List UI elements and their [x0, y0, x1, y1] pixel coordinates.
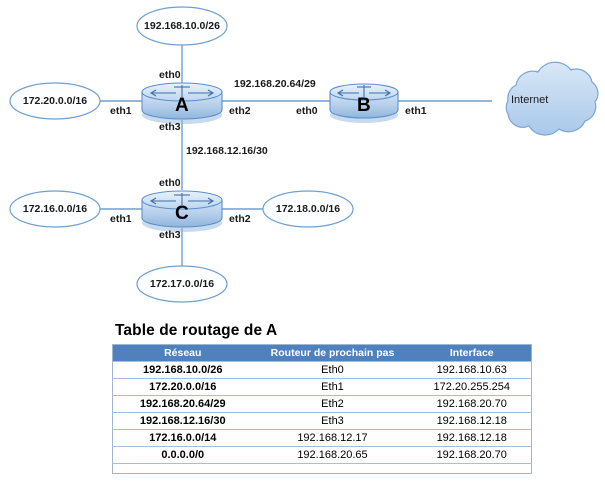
network-ellipses	[9, 6, 354, 303]
iface-b-eth0: eth0	[296, 105, 318, 117]
routing-table-block: Table de routage de A Réseau Routeur de …	[112, 322, 532, 474]
label-net-a-west: 172.20.0.0/16	[22, 95, 88, 107]
table-cell-empty	[252, 463, 413, 474]
iface-c-eth3: eth3	[159, 229, 181, 241]
iface-c-eth1: eth1	[110, 213, 132, 225]
column-header-reseau: Réseau	[112, 344, 253, 362]
iface-c-eth2: eth2	[229, 213, 251, 225]
router-c-name: C	[175, 203, 189, 224]
table-cell: 172.20.255.254	[412, 378, 532, 396]
table-row-spacer	[112, 463, 532, 474]
ellipse-net-a-west	[9, 82, 101, 120]
label-net-c-west: 172.16.0.0/16	[22, 203, 88, 215]
table-cell: Eth0	[252, 361, 413, 379]
table-cell: 0.0.0.0/0	[112, 446, 253, 464]
table-cell-empty	[412, 463, 532, 474]
iface-a-eth1: eth1	[110, 105, 132, 117]
internet-cloud	[505, 61, 599, 136]
label-link-a-c: 192.168.12.16/30	[186, 145, 268, 157]
routing-table-title: Table de routage de A	[115, 322, 278, 339]
table-cell: Eth1	[252, 378, 413, 396]
table-cell: Eth3	[252, 412, 413, 430]
table-cell: 192.168.10.63	[412, 361, 532, 379]
table-cell: 192.168.12.18	[412, 412, 532, 430]
label-net-c-east: 172.18.0.0/16	[275, 203, 341, 215]
ellipse-net-c-west	[9, 190, 101, 228]
table-cell-empty	[112, 463, 253, 474]
router-a	[141, 82, 223, 124]
table-cell: 192.168.20.70	[412, 446, 532, 464]
table-cell: 192.168.20.65	[252, 446, 413, 464]
routing-table: Réseau Routeur de prochain pas Interface…	[112, 344, 532, 474]
table-cell: 192.168.10.0/26	[112, 361, 253, 379]
column-header-next-hop: Routeur de prochain pas	[252, 344, 413, 362]
table-cell: 172.16.0.0/14	[112, 429, 253, 447]
table-cell: Eth2	[252, 395, 413, 413]
column-header-interface: Interface	[412, 344, 532, 362]
table-cell: 192.168.20.70	[412, 395, 532, 413]
iface-c-eth0: eth0	[159, 177, 181, 189]
iface-a-eth2: eth2	[229, 105, 251, 117]
ellipse-net-c-south	[136, 265, 228, 303]
router-b-name: B	[357, 95, 371, 116]
connection-lines	[100, 44, 492, 266]
internet-cloud-label: Internet	[511, 94, 549, 106]
table-header-row: Réseau Routeur de prochain pas Interface	[112, 344, 532, 362]
table-cell: 192.168.12.17	[252, 429, 413, 447]
iface-a-eth3: eth3	[159, 121, 181, 133]
iface-a-eth0: eth0	[159, 69, 181, 81]
iface-b-eth1: eth1	[405, 105, 427, 117]
table-cell: 172.20.0.0/16	[112, 378, 253, 396]
label-net-c-south: 172.17.0.0/16	[149, 278, 215, 290]
router-c	[141, 190, 223, 232]
router-b	[329, 83, 399, 123]
table-cell: 192.168.12.18	[412, 429, 532, 447]
label-net-a-north: 192.168.10.0/26	[144, 20, 220, 32]
ellipse-net-a-north	[136, 6, 228, 46]
network-diagram: 192.168.10.0/26 172.20.0.0/16 172.16.0.0…	[9, 6, 599, 303]
router-a-name: A	[175, 95, 189, 116]
table-cell: 192.168.12.16/30	[112, 412, 253, 430]
ellipse-net-c-east	[262, 190, 354, 228]
label-link-a-b: 192.168.20.64/29	[234, 78, 316, 90]
table-cell: 192.168.20.64/29	[112, 395, 253, 413]
